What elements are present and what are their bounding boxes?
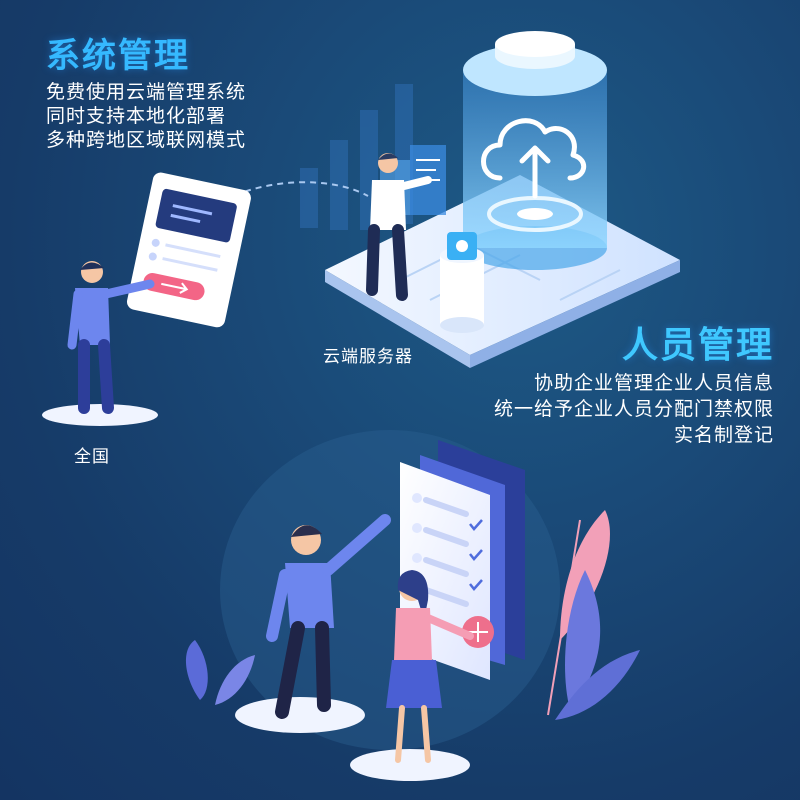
decorative-leaves <box>185 510 640 720</box>
system-management-line: 多种跨地区域联网模式 <box>46 129 247 151</box>
nationwide-caption: 全国 <box>74 447 110 467</box>
arrow-right-icon <box>161 282 189 294</box>
document-stack <box>400 440 525 680</box>
man-figure-base <box>235 697 365 733</box>
system-management-line: 同时支持本地化部署 <box>46 105 227 127</box>
nationwide-figure-base <box>42 404 158 426</box>
personnel-management-description: 协助企业管理企业人员信息 统一给予企业人员分配门禁权限 实名制登记 <box>494 370 774 448</box>
connection-dashed-line <box>214 181 369 206</box>
man-pointing-figure <box>266 514 391 719</box>
personnel-management-line: 协助企业管理企业人员信息 <box>533 372 774 394</box>
cloud-server-caption: 云端服务器 <box>323 347 413 367</box>
cloud-upload-icon <box>481 118 586 199</box>
checkmark-icon <box>469 519 483 591</box>
personnel-management-line: 实名制登记 <box>673 424 774 446</box>
personnel-management-line: 统一给予企业人员分配门禁权限 <box>493 398 774 420</box>
mobile-phone <box>126 172 251 328</box>
personnel-management-title: 人员管理 <box>621 325 774 366</box>
woman-figure-base <box>350 749 470 781</box>
system-management-description: 免费使用云端管理系统 同时支持本地化部署 多种跨地区域联网模式 <box>46 80 246 152</box>
woman-figure <box>386 570 474 763</box>
server-operator-figure <box>366 153 432 301</box>
system-management-line: 免费使用云端管理系统 <box>46 81 247 103</box>
security-pedestal <box>440 232 484 333</box>
system-management-title: 系统管理 <box>46 36 190 76</box>
nationwide-figure <box>67 261 155 414</box>
